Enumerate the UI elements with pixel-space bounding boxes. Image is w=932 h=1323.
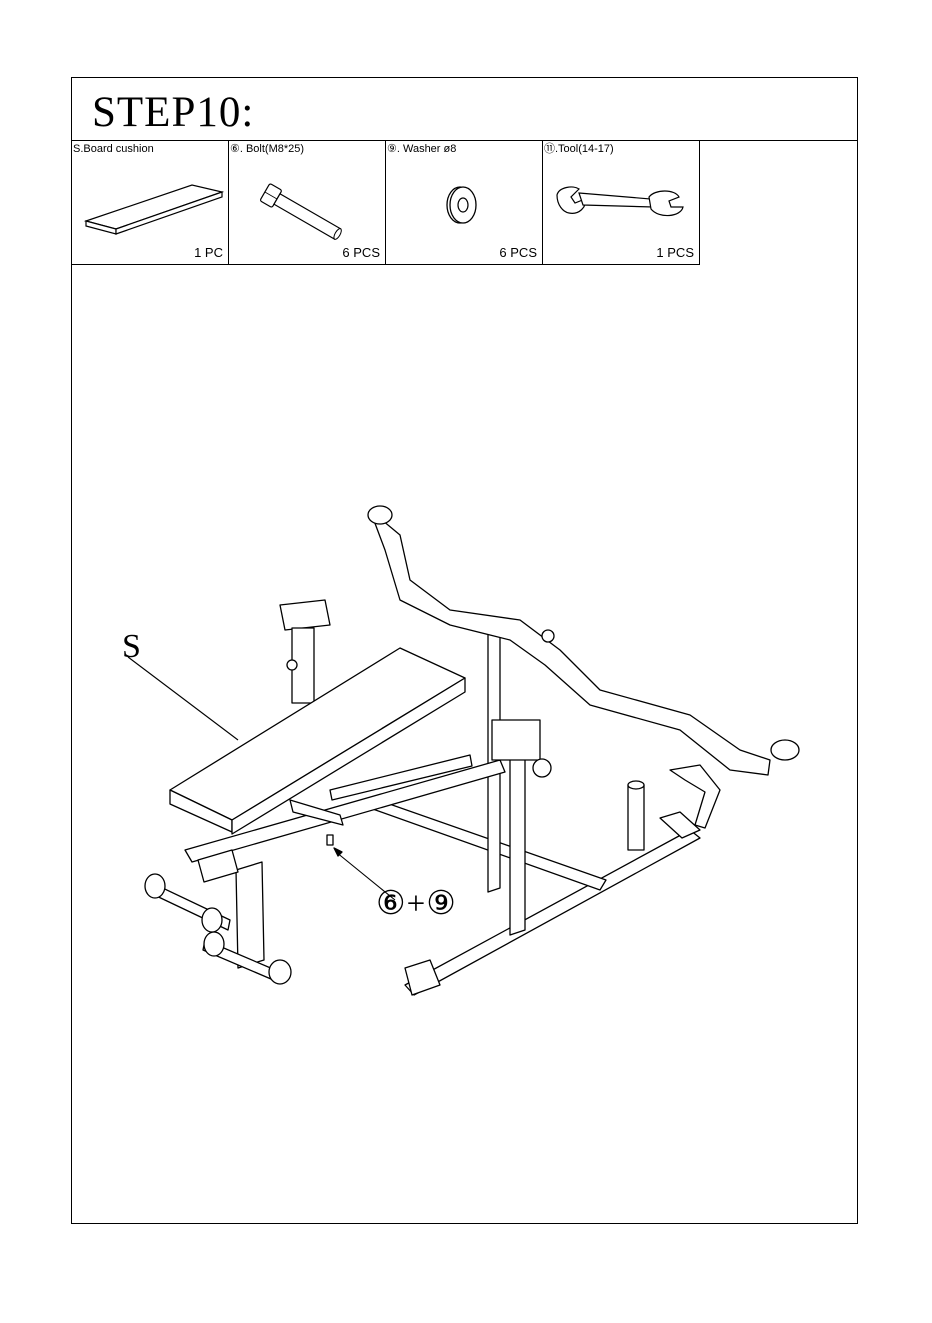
bench-assembly-diagram [100, 480, 830, 1010]
part-qty: 6 PCS [342, 245, 380, 260]
washer-icon [386, 159, 541, 243]
part-qty: 1 PC [194, 245, 223, 260]
step-title: STEP10: [92, 91, 254, 134]
part-cell-board-cushion: S.Board cushion 1 PC [72, 141, 229, 265]
part-label: ⑪.Tool(14-17) [544, 143, 614, 156]
part-cell-washer: ⑨. Washer ø8 6 PCS [386, 141, 543, 265]
bolt-icon [229, 159, 384, 243]
callout-board-label: S [122, 630, 141, 664]
part-label: S.Board cushion [73, 143, 154, 156]
callout-fasteners-label: ⑥+⑨ [376, 888, 457, 921]
part-label: ⑥. Bolt(M8*25) [230, 143, 304, 156]
part-cell-tool: ⑪.Tool(14-17) 1 PCS [543, 141, 700, 265]
wrench-icon [543, 159, 698, 243]
part-qty: 1 PCS [656, 245, 694, 260]
parts-table: S.Board cushion 1 PC ⑥. Bolt(M8*25) 6 PC… [72, 141, 700, 265]
board-cushion-icon [72, 159, 227, 243]
part-label: ⑨. Washer ø8 [387, 143, 456, 156]
part-qty: 6 PCS [499, 245, 537, 260]
part-cell-bolt: ⑥. Bolt(M8*25) 6 PCS [229, 141, 386, 265]
title-row: STEP10: [72, 78, 857, 141]
